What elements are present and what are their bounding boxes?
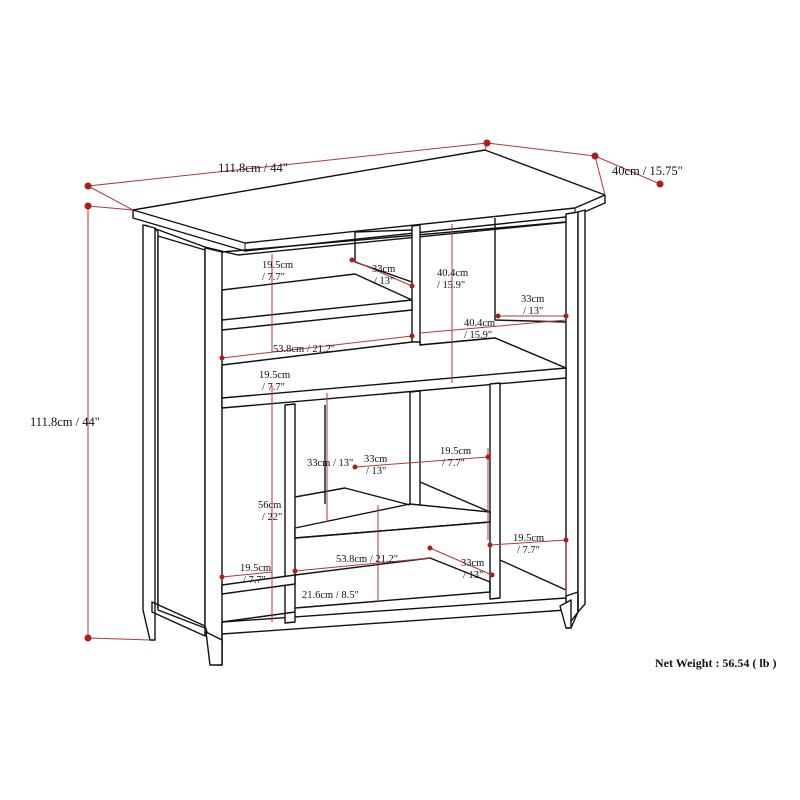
bottom-depth-label-2: / 13": [463, 570, 483, 581]
upper-right-depth-label-1: 33cm: [521, 294, 544, 305]
middle-height-label-1: 19.5cm: [259, 370, 290, 381]
upper-left-height-label-1: 19.5cm: [262, 260, 293, 271]
bottom-inner-width-label: 21.6cm / 8.5": [302, 590, 359, 601]
lower-height-right-label-1: 19.5cm: [440, 446, 471, 457]
dimension-dots: [84, 139, 664, 642]
dimension-lines: [87, 142, 661, 641]
lower-depth-left-label: 33cm / 13": [307, 458, 353, 469]
lower-depth-mid-label-2: / 13": [366, 466, 386, 477]
upper-right-depth-label-2: / 13": [523, 306, 543, 317]
bottom-width-label: 53.8cm / 21.2": [336, 554, 398, 565]
bottom-depth-label-1: 33cm: [461, 558, 484, 569]
upper-right-width-label-2: / 15.9": [464, 330, 492, 341]
overall-width-line: [87, 142, 488, 187]
overall-depth-line: [486, 142, 596, 157]
overall-height-label: 111.8cm / 44": [30, 415, 100, 429]
upper-tall-height-label-2: / 15.9": [437, 280, 465, 291]
bottom-left-height-label-2: / 7.7": [243, 575, 266, 586]
upper-right-width-label-1: 40.4cm: [464, 318, 495, 329]
dimension-labels: 111.8cm / 44" 40cm / 15.75" 111.8cm / 44…: [30, 161, 683, 601]
lower-tall-height-label-2: / 22": [262, 512, 282, 523]
upper-tall-height-label-1: 40.4cm: [437, 268, 468, 279]
upper-left-height-label-2: / 7.7": [262, 272, 285, 283]
middle-height-label-2: / 7.7": [262, 382, 285, 393]
net-weight-label: Net Weight : 56.54 ( lb ): [655, 656, 777, 670]
upper-left-width-label: 53.8cm / 21.2": [273, 344, 335, 355]
lower-tall-height-label-1: 56cm: [258, 500, 281, 511]
lower-depth-mid-label-1: 33cm: [364, 454, 387, 465]
bottom-left-height-label-1: 19.5cm: [240, 563, 271, 574]
overall-depth-label: 40cm / 15.75": [612, 164, 683, 178]
upper-small-depth-label-1: 33cm: [372, 264, 395, 275]
lower-height-right-label-2: / 7.7": [442, 458, 465, 469]
bottom-right-height-label-1: 19.5cm: [513, 533, 544, 544]
overall-width-label: 111.8cm / 44": [218, 161, 288, 175]
bookcase-outline: [132, 149, 606, 666]
bottom-right-height-label-2: / 7.7": [517, 545, 540, 556]
upper-small-depth-label-2: / 13": [374, 276, 394, 287]
